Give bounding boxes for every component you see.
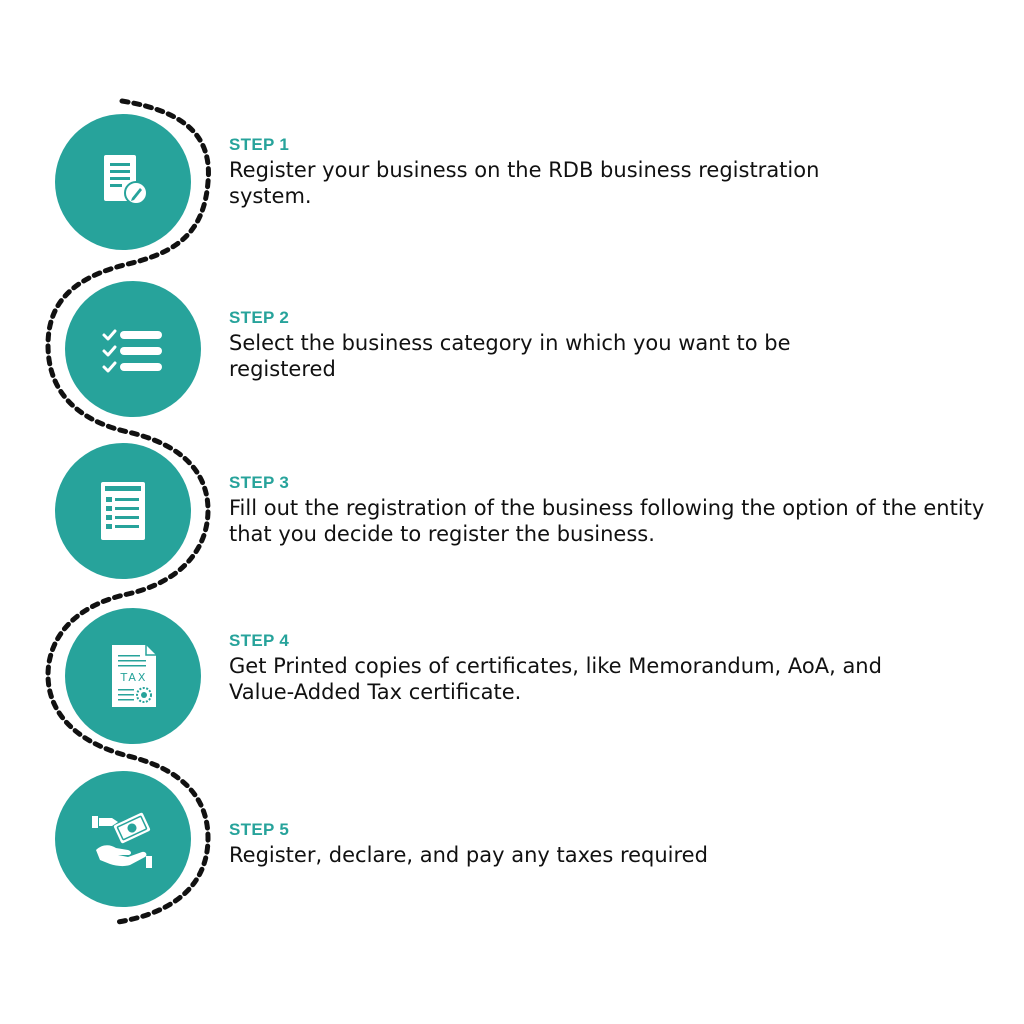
- step-2-circle: [65, 281, 201, 417]
- tax-icon-text: TAX: [120, 671, 148, 684]
- tax-certificate-icon: TAX: [112, 645, 156, 707]
- payment-hand-icon: [92, 812, 152, 868]
- step-1-circle: [55, 114, 191, 250]
- form-icon: [101, 482, 145, 540]
- step-5-circle: [55, 771, 191, 907]
- step-3-label: STEP 3: [229, 473, 290, 492]
- step-1-label: STEP 1: [229, 135, 290, 154]
- checklist-icon: [102, 329, 162, 373]
- step-2-description: Select the business category in which yo…: [229, 331, 791, 381]
- step-3-circle: [55, 443, 191, 579]
- step-3-text-block: STEP 3 Fill out the registration of the …: [229, 473, 989, 547]
- step-4-text-block: STEP 4 Get Printed copies of certificate…: [229, 631, 989, 705]
- step-1-text-block: STEP 1 Register your business on the RDB…: [229, 135, 989, 209]
- step-4-label: STEP 4: [229, 631, 290, 650]
- step-2-label: STEP 2: [229, 308, 290, 327]
- step-4-description: Get Printed copies of certificates, like…: [229, 654, 882, 704]
- step-5-text-block: STEP 5 Register, declare, and pay any ta…: [229, 820, 989, 868]
- step-2-text-block: STEP 2 Select the business category in w…: [229, 308, 989, 382]
- step-3-description: Fill out the registration of the busines…: [229, 496, 985, 546]
- document-pen-icon: [104, 155, 148, 205]
- step-1-description: Register your business on the RDB busine…: [229, 158, 820, 208]
- step-4-circle: TAX: [65, 608, 201, 744]
- step-5-description: Register, declare, and pay any taxes req…: [229, 843, 708, 867]
- step-5-label: STEP 5: [229, 820, 290, 839]
